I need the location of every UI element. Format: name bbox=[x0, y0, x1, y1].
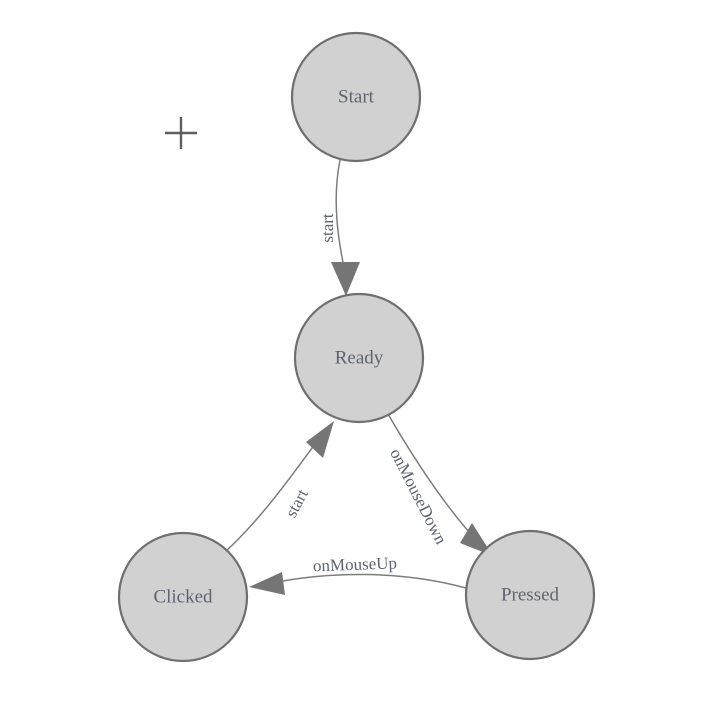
node-pressed[interactable]: Pressed bbox=[464, 529, 596, 661]
edge-line-ready-to-pressed bbox=[387, 413, 477, 541]
node-label-clicked: Clicked bbox=[153, 586, 213, 607]
edge-ready-to-pressed[interactable]: onMouseDown bbox=[386, 413, 493, 556]
node-clicked[interactable]: Clicked bbox=[117, 531, 249, 663]
node-ready[interactable]: Ready bbox=[293, 292, 425, 424]
crosshair-icon bbox=[165, 117, 197, 149]
arrowhead-ready-to-pressed bbox=[460, 523, 493, 556]
edge-line-pressed-to-clicked bbox=[276, 573, 467, 589]
arrowhead-start-to-ready bbox=[331, 262, 360, 296]
node-start[interactable]: Start bbox=[290, 31, 422, 163]
node-circle-start bbox=[290, 31, 422, 163]
arrowhead-clicked-to-ready bbox=[306, 421, 334, 458]
arrowhead-pressed-to-clicked bbox=[249, 572, 285, 595]
edge-start-to-ready[interactable]: start bbox=[318, 159, 360, 296]
node-label-pressed: Pressed bbox=[501, 584, 560, 605]
edge-clicked-to-ready[interactable]: start bbox=[224, 421, 334, 553]
node-label-start: Start bbox=[338, 86, 375, 107]
edge-line-clicked-to-ready bbox=[224, 443, 316, 553]
edge-label-pressed-to-clicked: onMouseUp bbox=[313, 553, 398, 575]
edge-label-clicked-to-ready: start bbox=[281, 486, 312, 521]
edge-pressed-to-clicked[interactable]: onMouseUp bbox=[249, 553, 467, 595]
node-label-ready: Ready bbox=[335, 347, 384, 368]
node-circle-clicked bbox=[117, 531, 249, 663]
edge-label-start-to-ready: start bbox=[318, 213, 337, 243]
node-circle-ready bbox=[293, 292, 425, 424]
node-circle-pressed bbox=[464, 529, 596, 661]
edge-line-start-to-ready bbox=[335, 159, 346, 273]
